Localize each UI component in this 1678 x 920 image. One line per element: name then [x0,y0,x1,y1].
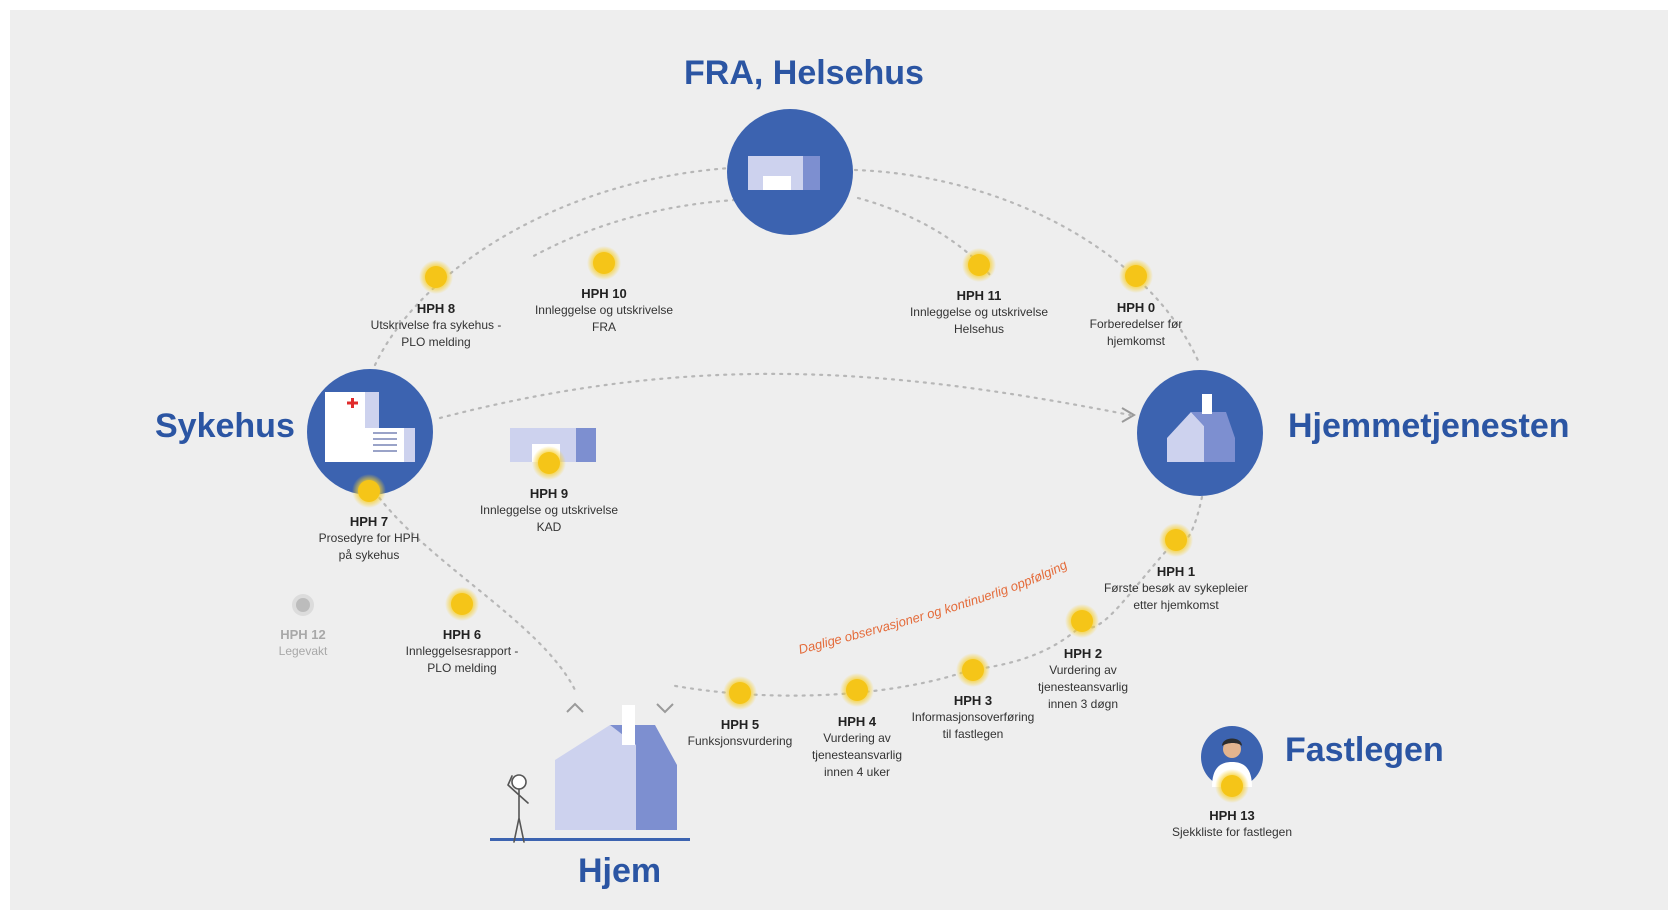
hph-3-label: HPH 3 Informasjonsoverføring til fastleg… [912,692,1035,743]
hph-11-code: HPH 11 [956,288,1002,303]
hph-1-line-2: etter hjemkomst [1133,598,1219,612]
hph-6-sun-icon [445,587,479,621]
sykehus-title: Sykehus [155,407,295,445]
hph-6-line-2: PLO melding [427,661,497,675]
hph-1-sun-icon [1159,523,1193,557]
hph-7-line-2: på sykehus [338,548,400,562]
hph-11-sun-icon [962,248,996,282]
hph-2-line-2: tjenesteansvarlig [1037,680,1129,694]
hph-7-line-1: Prosedyre for HPH [318,531,420,545]
hph-4-code: HPH 4 [837,714,877,729]
hph-4-line-3: innen 4 uker [823,765,891,779]
hjemmetjenesten-node [1137,370,1263,496]
point-markers [292,246,1249,803]
hph-0-line-2: hjemkomst [1106,334,1166,348]
hjem-title: Hjem [578,852,662,890]
person-icon [507,774,529,843]
hph-3-sun-icon [956,653,990,687]
hph-8-code: HPH 8 [416,301,456,316]
hph-10-label: HPH 10 Innleggelse og utskrivelse FRA [535,285,673,336]
hph-2-code: HPH 2 [1063,646,1103,661]
hph-0-label: HPH 0 Forberedelser før hjemkomst [1090,299,1183,350]
hph-5-sun-icon [723,676,757,710]
hph-3-line-1: Informasjonsoverføring [911,710,1035,724]
hph-10-sun-icon [587,246,621,280]
hph-4-line-2: tjenesteansvarlig [811,748,903,762]
arrow-up-to-hjem-icon [566,702,584,713]
hph-1-code: HPH 1 [1156,564,1196,579]
hph-7-label: HPH 7 Prosedyre for HPH på sykehus [319,513,420,564]
hph-1-line-1: Første besøk av sykepleier [1103,581,1249,595]
hph-9-line-2: KAD [536,520,562,534]
hph-1-label: HPH 1 Første besøk av sykepleier etter h… [1104,563,1248,614]
hph-2-label: HPH 2 Vurdering av tjenesteansvarlig inn… [1038,645,1128,713]
hph-6-label: HPH 6 Innleggelsesrapport - PLO melding [406,626,519,677]
hph-7-sun-icon [352,474,386,508]
hph-0-line-1: Forberedelser før [1089,317,1183,331]
hph-0-code: HPH 0 [1116,300,1156,315]
hph-13-sun-icon [1215,769,1249,803]
hph-8-sun-icon [419,260,453,294]
hph-5-line-1: Funksjonsvurdering [687,734,793,748]
hph-9-code: HPH 9 [529,486,569,501]
hph-4-sun-icon [840,673,874,707]
arrow-to-hjemmetjenesten-icon [1121,407,1136,423]
ground-line [490,838,690,841]
hph-3-code: HPH 3 [953,693,993,708]
hph-9-line-1: Innleggelse og utskrivelse [479,503,619,517]
hph-8-label: HPH 8 Utskrivelse fra sykehus - PLO meld… [371,300,502,351]
hph-8-line-1: Utskrivelse fra sykehus - [370,318,502,332]
hph-11-line-1: Innleggelse og utskrivelse [909,305,1049,319]
hph-5-code: HPH 5 [720,717,760,732]
arrow-down-to-hjem-icon [656,703,674,714]
hjemmetjenesten-title: Hjemmetjenesten [1288,407,1570,445]
hph-12-code: HPH 12 [280,627,326,642]
hph-11-label: HPH 11 Innleggelse og utskrivelse Helseh… [910,287,1048,338]
hph-11-line-2: Helsehus [953,322,1005,336]
hph-13-code: HPH 13 [1209,808,1255,823]
daily-observation-annotation: Daglige observasjoner og kontinuerlig op… [797,557,1070,657]
hph-7-code: HPH 7 [349,514,389,529]
hph-8-line-2: PLO melding [401,335,471,349]
hph-5-label: HPH 5 Funksjonsvurdering [688,716,793,750]
hph-4-line-1: Vurdering av [823,731,891,745]
hph-12-sun-icon [292,594,314,616]
hph-10-code: HPH 10 [581,286,627,301]
hph-3-line-2: til fastlegen [942,727,1004,741]
hph-9-label: HPH 9 Innleggelse og utskrivelse KAD [480,485,618,536]
fra-helsehus-title: FRA, Helsehus [684,54,924,92]
hph-10-line-2: FRA [592,320,616,334]
hph-4-label: HPH 4 Vurdering av tjenesteansvarlig inn… [812,713,902,781]
hph-6-code: HPH 6 [442,627,482,642]
hph-2-line-3: innen 3 døgn [1047,697,1119,711]
hph-2-line-1: Vurdering av [1049,663,1117,677]
hph-13-line-1: Sjekkliste for fastlegen [1171,825,1293,839]
hph-9-sun-icon [532,446,566,480]
sykehus-node [307,369,433,495]
hph-10-line-1: Innleggelse og utskrivelse [534,303,674,317]
hospital-icon [325,392,415,462]
hph-0-sun-icon [1119,259,1153,293]
large-house-icon [555,705,677,830]
fra-helsehus-node [727,109,853,235]
hjem-node [490,705,690,843]
hph-2-sun-icon [1065,604,1099,638]
hph-12-line-1: Legevakt [278,644,328,658]
hph-13-label: HPH 13 Sjekkliste for fastlegen [1172,807,1292,841]
house-icon [1167,394,1235,462]
fastlegen-title: Fastlegen [1285,731,1444,769]
hph-6-line-1: Innleggelsesrapport - [405,644,519,658]
hph-12-label: HPH 12 Legevakt [279,626,328,660]
building-icon [748,156,820,190]
